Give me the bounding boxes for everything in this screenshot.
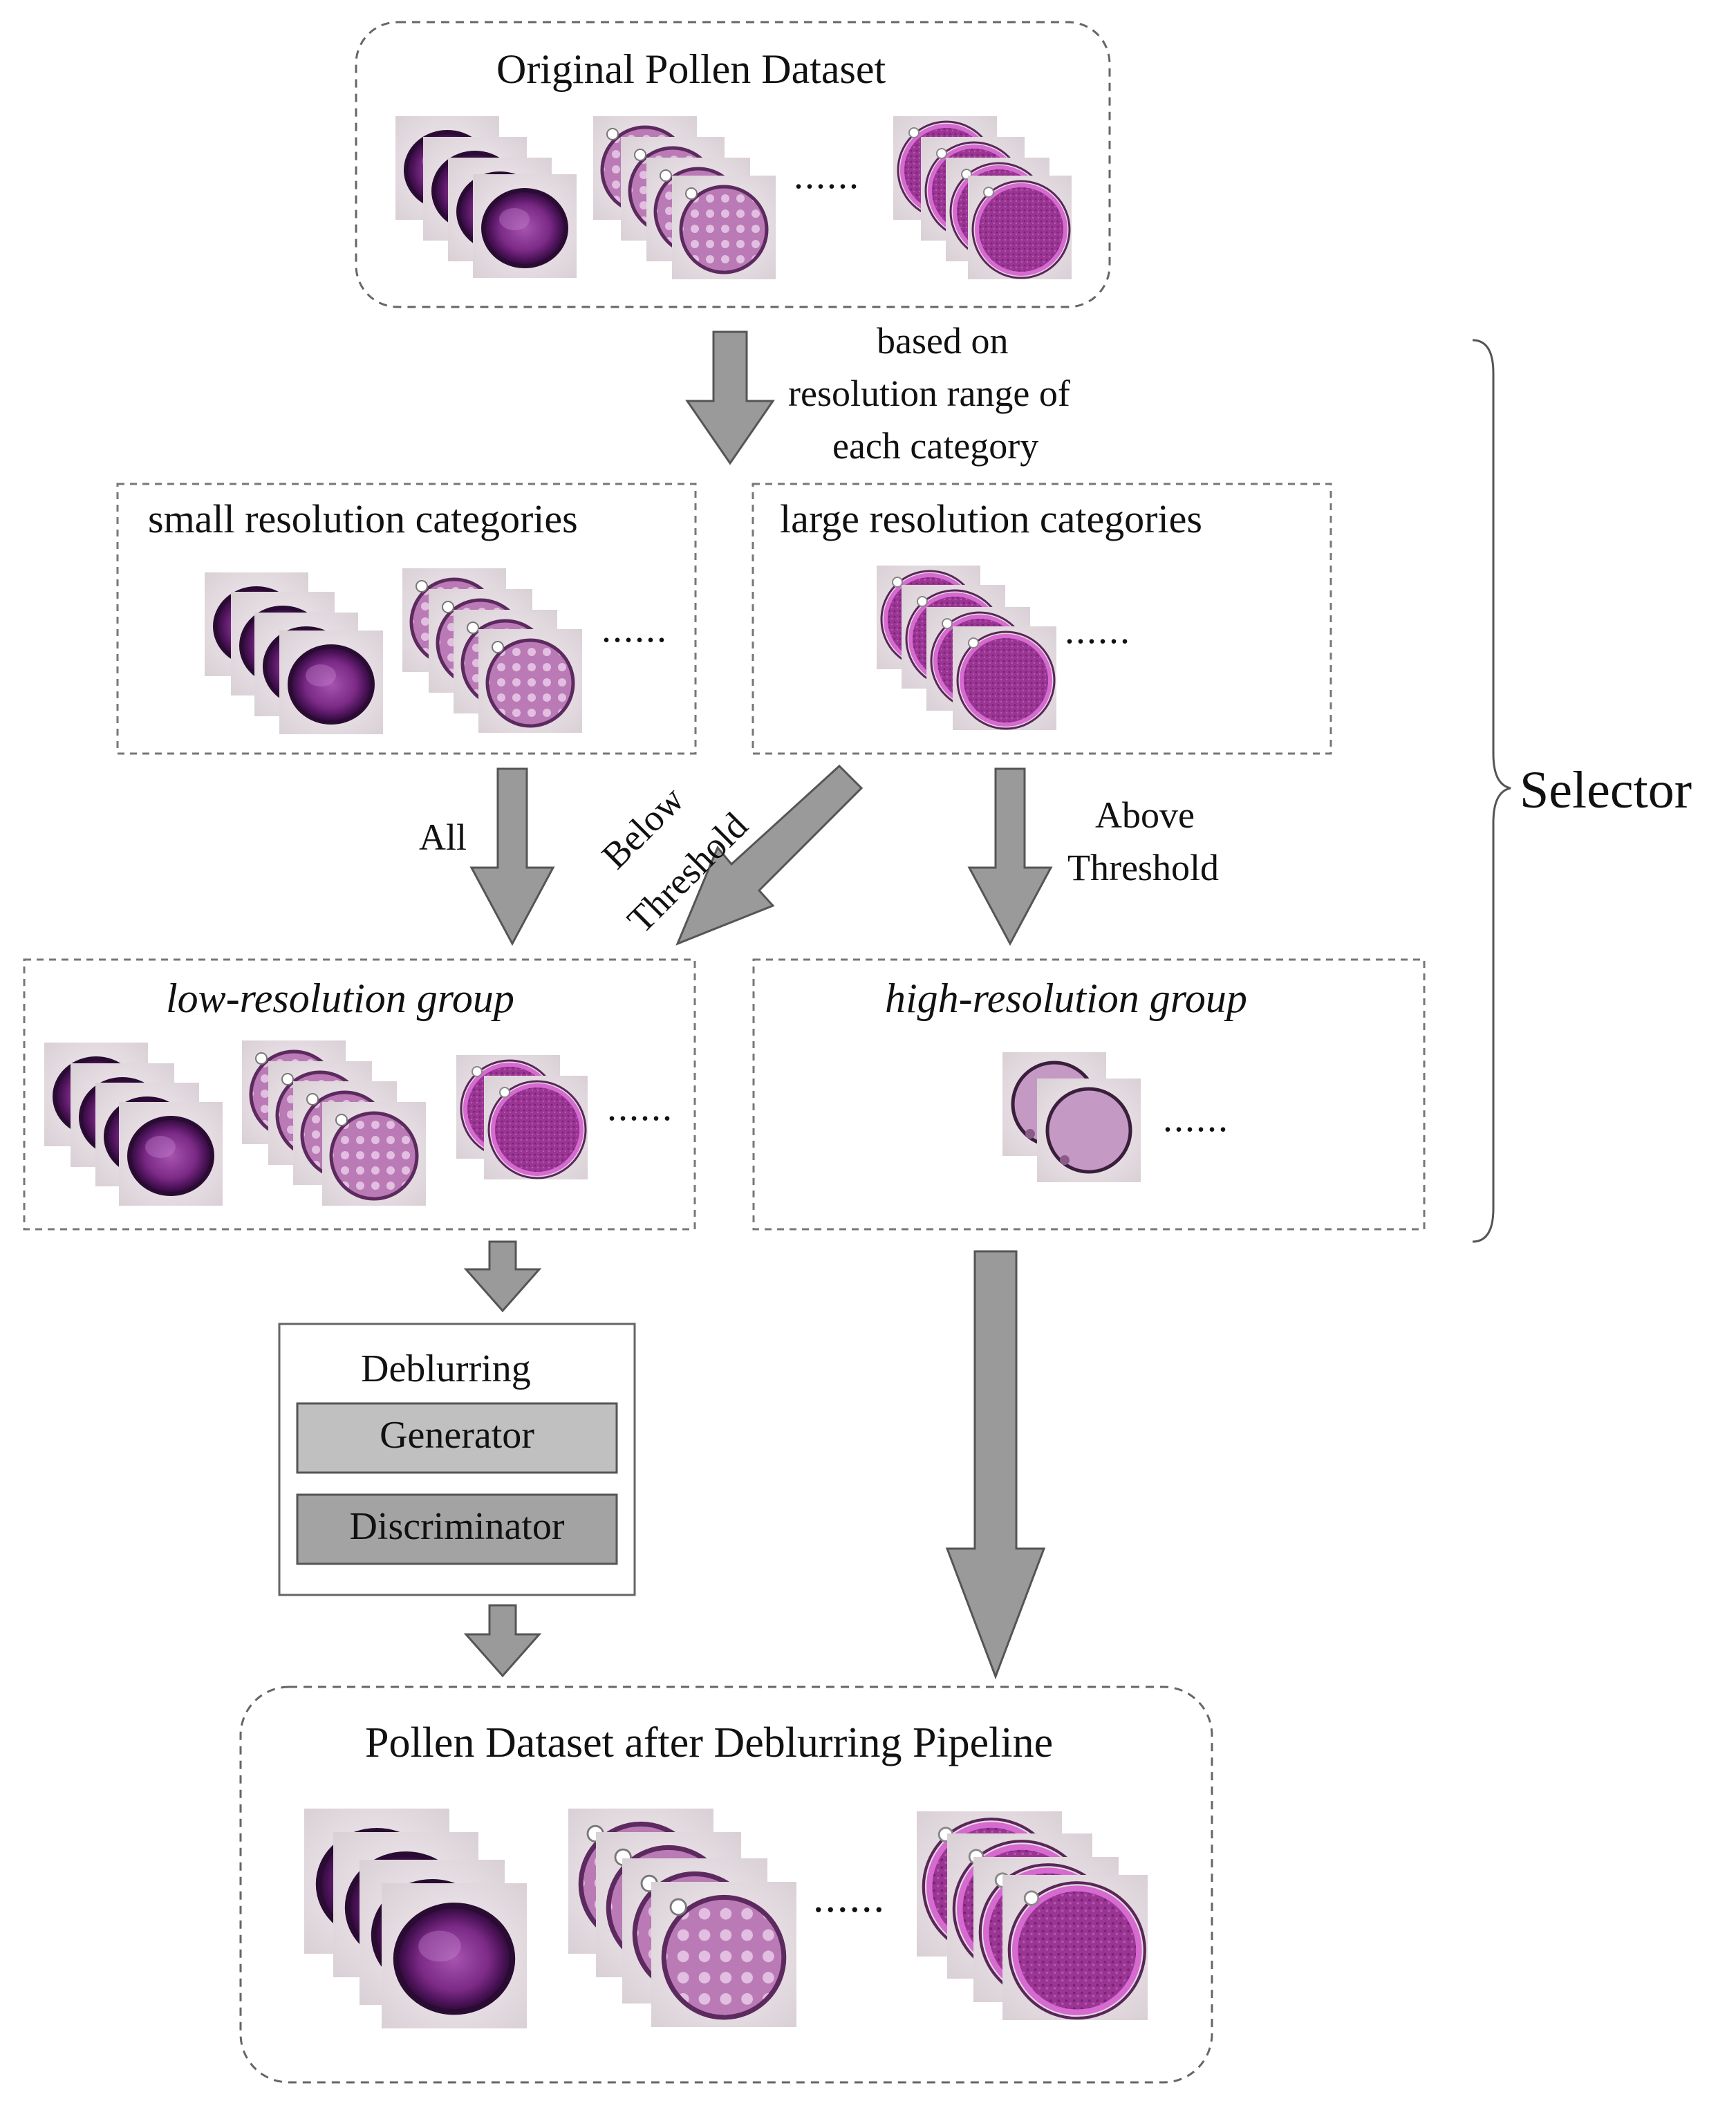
deblurring-title: Deblurring (361, 1347, 531, 1390)
bottom-ellipsis: ...... (813, 1874, 886, 1921)
arrow-from-deblurring (463, 1604, 542, 1678)
pollen-stack-d-high (1002, 1052, 1141, 1182)
high-box-title: high-resolution group (885, 975, 1247, 1021)
pollen-stack-a-top (395, 116, 577, 278)
all-label: All (419, 816, 467, 858)
discriminator-label: Discriminator (349, 1505, 565, 1548)
pollen-stack-b-bottom (568, 1809, 796, 2027)
pollen-stack-b-low (242, 1040, 426, 1206)
high-resolution-box (752, 958, 1426, 1231)
small-box-title: small resolution categories (148, 496, 578, 541)
above-label-line1: Above (1095, 794, 1195, 836)
arrow-all (469, 767, 555, 946)
large-box-ellipsis: ...... (1065, 609, 1131, 652)
pollen-stack-b-small (402, 568, 582, 733)
arrow-above-threshold (967, 767, 1053, 946)
arrow-below-threshold (675, 764, 864, 946)
selector-label: Selector (1520, 761, 1692, 819)
high-box-ellipsis: ...... (1163, 1097, 1229, 1140)
pollen-stack-c-large (877, 566, 1056, 730)
split-label-line3: each category (832, 425, 1039, 467)
above-label-line2: Threshold (1067, 847, 1219, 888)
arrow-high-to-output (945, 1250, 1046, 1680)
pollen-stack-a-small (205, 572, 383, 734)
pollen-stack-c-low (456, 1055, 588, 1179)
pollen-stack-a-bottom (304, 1809, 527, 2028)
generator-label: Generator (380, 1414, 534, 1457)
small-box-ellipsis: ...... (601, 608, 668, 651)
large-box-title: large resolution categories (780, 496, 1202, 541)
small-resolution-box (116, 483, 697, 755)
split-label-line2: resolution range of (788, 373, 1070, 414)
pollen-stack-b-top (593, 116, 776, 279)
original-dataset-title: Original Pollen Dataset (496, 46, 886, 92)
large-resolution-box (752, 483, 1332, 755)
top-ellipsis: ...... (794, 154, 860, 197)
arrow-to-deblurring (463, 1240, 542, 1313)
original-dataset-box (355, 21, 1111, 308)
pollen-stack-c-bottom (917, 1811, 1148, 2020)
low-box-title: low-resolution group (166, 975, 514, 1021)
split-label-line1: based on (877, 320, 1009, 362)
discriminator-box (296, 1493, 618, 1565)
generator-box (296, 1402, 618, 1474)
selector-brace (1472, 339, 1511, 1243)
arrow-split (685, 330, 775, 465)
low-box-ellipsis: ...... (607, 1086, 673, 1129)
pollen-stack-a-low (44, 1043, 223, 1206)
pollen-stack-c-top (893, 116, 1072, 279)
output-dataset-box (239, 1686, 1213, 2084)
output-dataset-title: Pollen Dataset after Deblurring Pipeline (365, 1719, 1054, 1766)
low-resolution-box (23, 958, 696, 1231)
